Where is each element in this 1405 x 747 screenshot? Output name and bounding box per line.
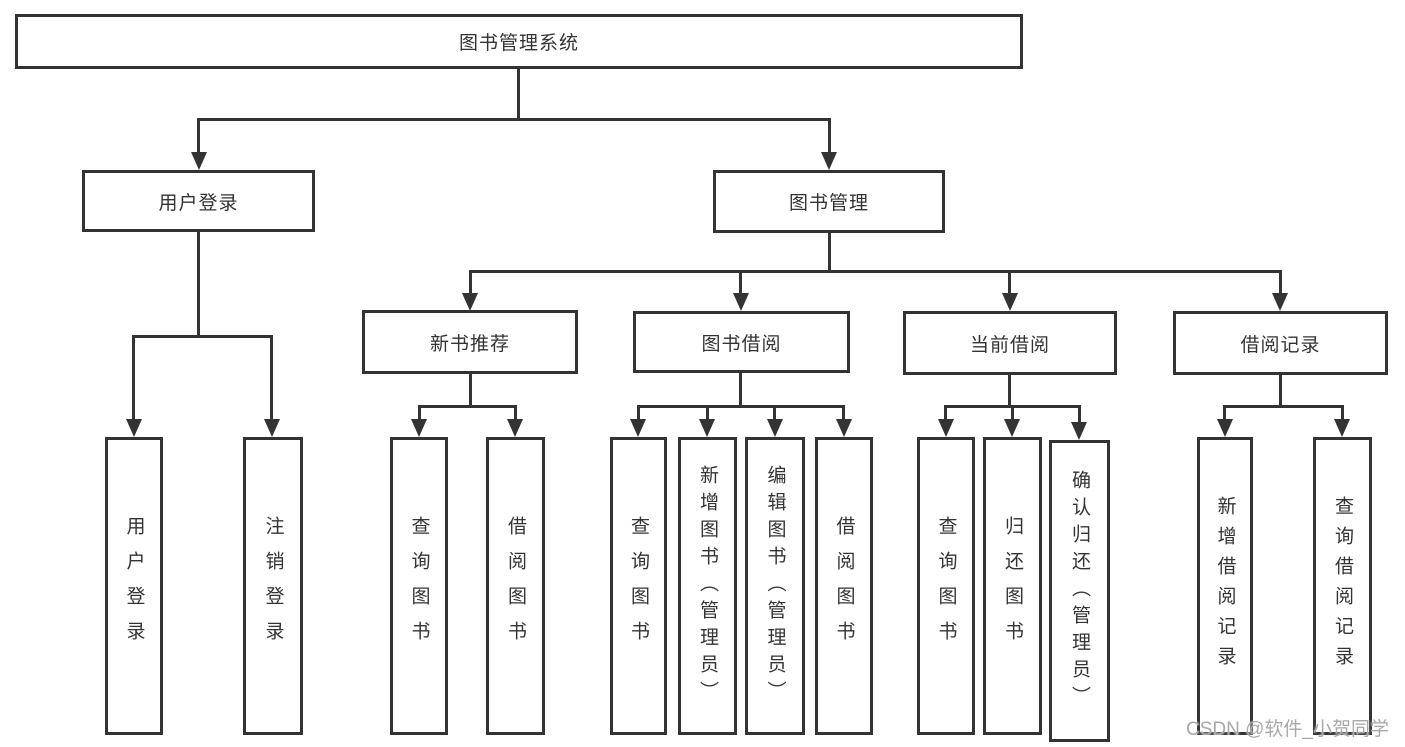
- leaf-return-book: 归还图书: [983, 437, 1042, 735]
- arrowhead-icon: [938, 419, 954, 437]
- connector-line: [1279, 270, 1282, 295]
- connector-line: [1279, 375, 1282, 405]
- node-label: 图书管理: [788, 193, 869, 214]
- arrowhead-icon: [507, 419, 523, 437]
- connector-line: [517, 69, 520, 118]
- node-borrowing-records: 借阅记录: [1173, 311, 1388, 375]
- arrowhead-icon: [836, 419, 852, 437]
- arrowhead-icon: [821, 152, 837, 170]
- connector-line: [828, 118, 831, 154]
- connector-line: [469, 270, 1281, 273]
- connector-line: [197, 118, 200, 154]
- connector-line: [270, 335, 273, 421]
- node-label: 新书推荐: [429, 333, 510, 355]
- arrowhead-icon: [411, 419, 427, 437]
- leaf-query-borrow-record: 查询借阅记录: [1313, 437, 1372, 735]
- node-label: 归还图书: [1002, 516, 1023, 656]
- node-new-book-recommendation: 新书推荐: [362, 310, 578, 374]
- connector-line: [1078, 405, 1081, 424]
- node-label: 借阅图书: [505, 516, 526, 656]
- arrowhead-icon: [630, 419, 646, 437]
- node-label: 图书管理系统: [458, 33, 579, 54]
- leaf-confirm-return-admin: 确认归还（管理员）: [1049, 440, 1110, 742]
- leaf-query-books-3: 查询图书: [917, 437, 975, 735]
- connector-line: [944, 405, 947, 421]
- arrowhead-icon: [1004, 419, 1020, 437]
- node-user-login: 用户登录: [82, 170, 315, 232]
- connector-line: [132, 335, 273, 338]
- connector-line: [1223, 405, 1344, 408]
- leaf-add-book-admin: 新增图书（管理员）: [678, 437, 737, 735]
- node-book-management: 图书管理: [713, 170, 945, 233]
- node-book-borrowing: 图书借阅: [633, 311, 850, 373]
- leaf-add-borrow-record: 新增借阅记录: [1197, 437, 1253, 735]
- connector-line: [197, 118, 831, 121]
- node-label: 用户登录: [123, 516, 145, 656]
- node-label: 新增图书（管理员）: [697, 464, 718, 708]
- node-label: 新增借阅记录: [1214, 496, 1236, 676]
- node-label: 图书借阅: [701, 333, 782, 355]
- connector-line: [469, 373, 472, 405]
- connector-line: [469, 270, 472, 295]
- arrowhead-icon: [1071, 422, 1087, 440]
- node-label: 查询图书: [628, 516, 649, 656]
- leaf-logout: 注销登录: [243, 437, 303, 735]
- node-label: 借阅记录: [1240, 334, 1321, 356]
- arrowhead-icon: [1002, 293, 1018, 311]
- leaf-borrow-books-2: 借阅图书: [815, 437, 873, 735]
- connector-line: [418, 405, 517, 408]
- connector-line: [418, 405, 421, 421]
- arrowhead-icon: [191, 152, 207, 170]
- node-label: 当前借阅: [969, 334, 1050, 356]
- connector-line: [1008, 270, 1011, 295]
- connector-line: [514, 405, 517, 421]
- connector-line: [1011, 405, 1014, 421]
- node-label: 注销登录: [262, 516, 284, 656]
- node-label: 编辑图书（管理员）: [764, 464, 786, 708]
- connector-line: [1223, 405, 1226, 421]
- arrowhead-icon: [1217, 419, 1233, 437]
- leaf-query-books-1: 查询图书: [390, 437, 448, 735]
- node-label: 查询图书: [935, 516, 957, 656]
- arrowhead-icon: [462, 293, 478, 311]
- node-library-management-system: 图书管理系统: [15, 14, 1023, 69]
- arrowhead-icon: [733, 293, 749, 311]
- node-current-borrowing: 当前借阅: [903, 311, 1117, 375]
- connector-line: [132, 335, 135, 421]
- arrowhead-icon: [699, 419, 715, 437]
- leaf-user-login: 用户登录: [105, 437, 163, 735]
- connector-line: [842, 405, 845, 421]
- connector-line: [706, 405, 709, 421]
- connector-line: [828, 233, 831, 270]
- connector-line: [739, 373, 742, 405]
- node-label: 查询借阅记录: [1332, 496, 1353, 676]
- arrowhead-icon: [264, 419, 280, 437]
- connector-line: [1341, 405, 1344, 421]
- arrowhead-icon: [1272, 293, 1288, 311]
- arrowhead-icon: [767, 419, 783, 437]
- node-label: 确认归还（管理员）: [1069, 469, 1090, 713]
- leaf-edit-book-admin: 编辑图书（管理员）: [745, 437, 805, 735]
- node-label: 借阅图书: [833, 516, 855, 656]
- csdn-watermark: CSDN @软件_小贺同学: [1186, 719, 1389, 740]
- node-label: 查询图书: [408, 516, 430, 656]
- connector-line: [739, 270, 742, 295]
- leaf-borrow-books-1: 借阅图书: [486, 437, 545, 735]
- connector-line: [773, 405, 776, 421]
- connector-line: [197, 232, 200, 335]
- connector-line: [1008, 375, 1011, 405]
- arrowhead-icon: [126, 419, 142, 437]
- arrowhead-icon: [1334, 419, 1350, 437]
- connector-line: [637, 405, 640, 421]
- node-label: 用户登录: [158, 192, 239, 214]
- connector-line: [637, 405, 845, 408]
- leaf-query-books-2: 查询图书: [610, 437, 667, 735]
